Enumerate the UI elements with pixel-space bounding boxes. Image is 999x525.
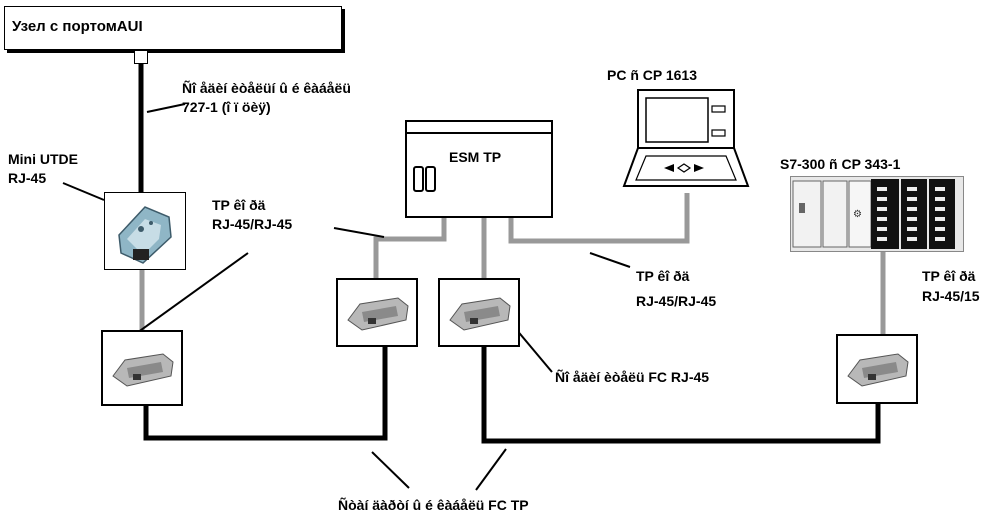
aui-node-box	[4, 6, 342, 50]
pointer-tp-cord-left	[333, 227, 385, 238]
s7-rack-icon: ⚙	[790, 176, 964, 252]
fc-cable-left	[143, 347, 388, 441]
tp-cord-s7-label-line2: RJ-45/15	[922, 288, 980, 304]
fc-outlet-icon	[112, 353, 174, 387]
fc-outlet-1	[101, 330, 183, 406]
pc-label: PC ñ CP 1613	[607, 67, 698, 83]
fc-outlet-2	[336, 278, 418, 347]
aui-cable-label-line1: Ñî åäèí èòåëüí û é êàáåëü	[182, 80, 351, 96]
tp-cord-left-label-line1: TP êî ðä	[212, 197, 266, 213]
fc-outlet-icon	[449, 297, 511, 331]
tp-cord-esm-outlet	[373, 218, 447, 278]
pc-laptop-icon	[622, 89, 750, 187]
fc-outlet-4	[836, 334, 918, 404]
mini-utde-device-icon	[118, 206, 172, 264]
tp-cord-left-label-line2: RJ-45/RJ-45	[212, 216, 293, 232]
fc-cable-label: Ñòàí äàðòí û é êàáåëü FC TP	[338, 497, 529, 513]
esm-tp-label: ESM TP	[449, 149, 502, 165]
mini-utde-box	[104, 192, 186, 270]
aui-node-label: Узел с портомAUI	[12, 18, 143, 35]
pointer-mini-utde	[62, 182, 105, 201]
pointer-aui-cable	[146, 103, 186, 113]
aui-port-icon	[134, 50, 148, 64]
esm-tp-box: ESM TP	[405, 120, 553, 218]
fc-outlet-3	[438, 278, 520, 347]
tp-cord-s7-label-line1: TP êî ðä	[922, 268, 976, 284]
fc-outlet-icon	[847, 353, 909, 387]
mini-utde-label-line1: Mini UTDE	[8, 151, 78, 167]
fc-cable-right	[481, 347, 881, 444]
s7-label: S7-300 ñ CP 343-1	[780, 156, 901, 172]
mini-utde-label-line2: RJ-45	[8, 170, 47, 186]
tp-cord-pc-label-line1: TP êî ðä	[636, 268, 690, 284]
esm-tp-topbar	[407, 132, 551, 134]
aui-cable-label-line2: 727-1 (î ï öèÿ)	[182, 99, 271, 115]
fc-outlet-icon	[347, 297, 409, 331]
tp-cord-pc-label-line2: RJ-45/RJ-45	[636, 293, 717, 309]
tp-cord-esm-pc	[508, 193, 690, 244]
fc-connector-label: Ñî åäèí èòåëü FC RJ-45	[555, 369, 710, 385]
pointer-tp-cord-pc	[589, 252, 631, 268]
svg-text:⚙: ⚙	[853, 209, 862, 220]
pointer-fc-cable-right	[475, 448, 507, 491]
pointer-tp-cord-left-2	[122, 252, 249, 344]
pointer-fc-cable-left	[371, 451, 410, 489]
esm-tp-port-icon	[409, 164, 437, 192]
